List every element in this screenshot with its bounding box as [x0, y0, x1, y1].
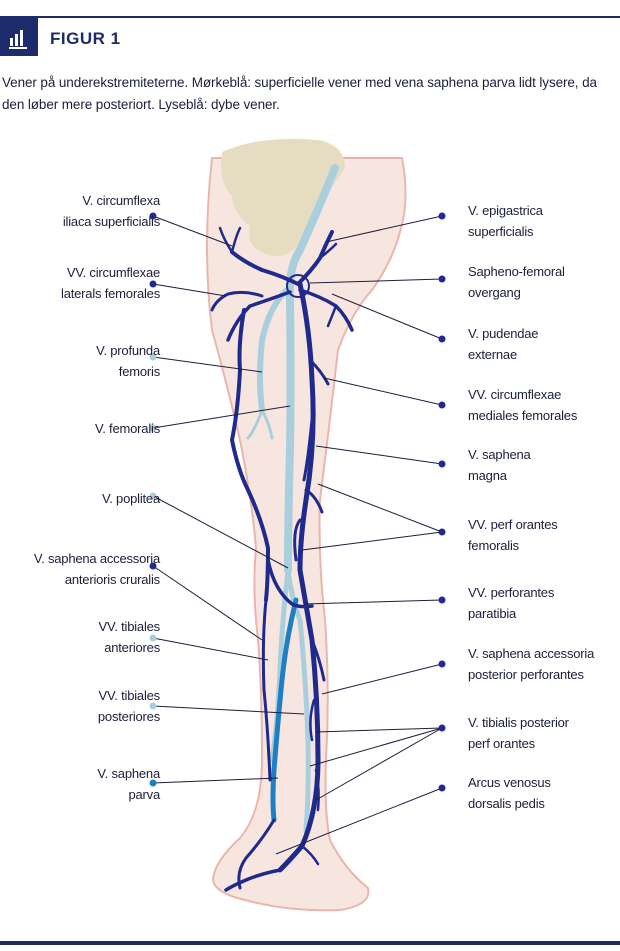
saphena-parva-vein — [270, 597, 299, 823]
leg-silhouette — [206, 157, 407, 912]
label-v-poplitea: V. poplitea — [101, 491, 160, 506]
right-markers — [438, 212, 446, 792]
leader-lines — [152, 215, 443, 855]
top-rule — [0, 16, 620, 18]
left-markers — [149, 212, 157, 787]
bar-chart-icon — [0, 18, 38, 56]
bottom-rule — [0, 941, 620, 945]
figure-title: FIGUR 1 — [50, 29, 121, 48]
figure-caption: Vener på underekstremiteterne. Mørkeblå:… — [2, 75, 597, 112]
superficial-veins — [210, 226, 354, 892]
sapheno-femoral-junction-marker — [286, 274, 310, 298]
label-v-femoralis: V. femoralis — [94, 421, 160, 436]
pelvis-bone — [221, 138, 345, 257]
